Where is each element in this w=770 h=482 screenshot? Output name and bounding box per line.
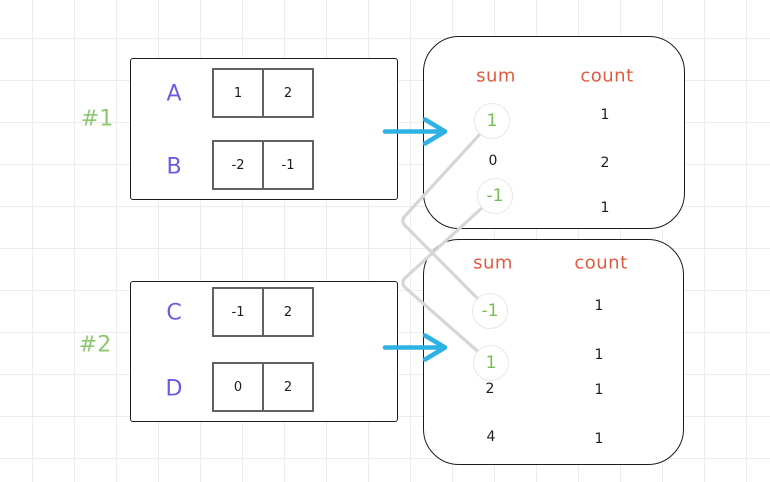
count-value: 1 [594, 382, 604, 398]
sum-count-table-1 [423, 36, 685, 229]
highlighted-sum-circle: -1 [472, 293, 508, 329]
array-c-cells: -1 2 [212, 287, 314, 337]
sum-value: 4 [486, 429, 496, 445]
highlighted-sum-circle: -1 [477, 178, 513, 214]
array-label-d: D [165, 376, 183, 402]
array-label-c: C [166, 300, 182, 326]
array-label-a: A [166, 81, 182, 107]
example-1-id: #1 [80, 106, 114, 132]
array-cell: 2 [262, 68, 314, 118]
count-value: 1 [594, 347, 604, 363]
highlighted-sum-circle: 1 [474, 103, 510, 139]
array-cell: -1 [212, 287, 264, 337]
array-cell: 2 [262, 287, 314, 337]
example-2-id: #2 [78, 332, 112, 358]
array-cell: 2 [262, 362, 314, 412]
array-cell: 1 [212, 68, 264, 118]
count-value: 1 [600, 200, 610, 216]
array-b-cells: -2 -1 [212, 140, 314, 190]
array-a-cells: 1 2 [212, 68, 314, 118]
count-value: 1 [594, 431, 604, 447]
count-header-2: count [574, 252, 628, 274]
sum-header-2: sum [473, 252, 513, 274]
count-value: 2 [600, 155, 610, 171]
sum-value: 0 [488, 153, 498, 169]
sum-header-1: sum [476, 65, 516, 87]
array-cell: -1 [262, 140, 314, 190]
sum-value: 2 [485, 381, 495, 397]
highlighted-sum-circle: 1 [473, 345, 509, 381]
array-cell: 0 [212, 362, 264, 412]
sum-count-table-2 [423, 239, 684, 465]
array-d-cells: 0 2 [212, 362, 314, 412]
count-header-1: count [580, 65, 634, 87]
array-cell: -2 [212, 140, 264, 190]
array-label-b: B [166, 154, 182, 180]
count-value: 1 [594, 298, 604, 314]
count-value: 1 [600, 107, 610, 123]
